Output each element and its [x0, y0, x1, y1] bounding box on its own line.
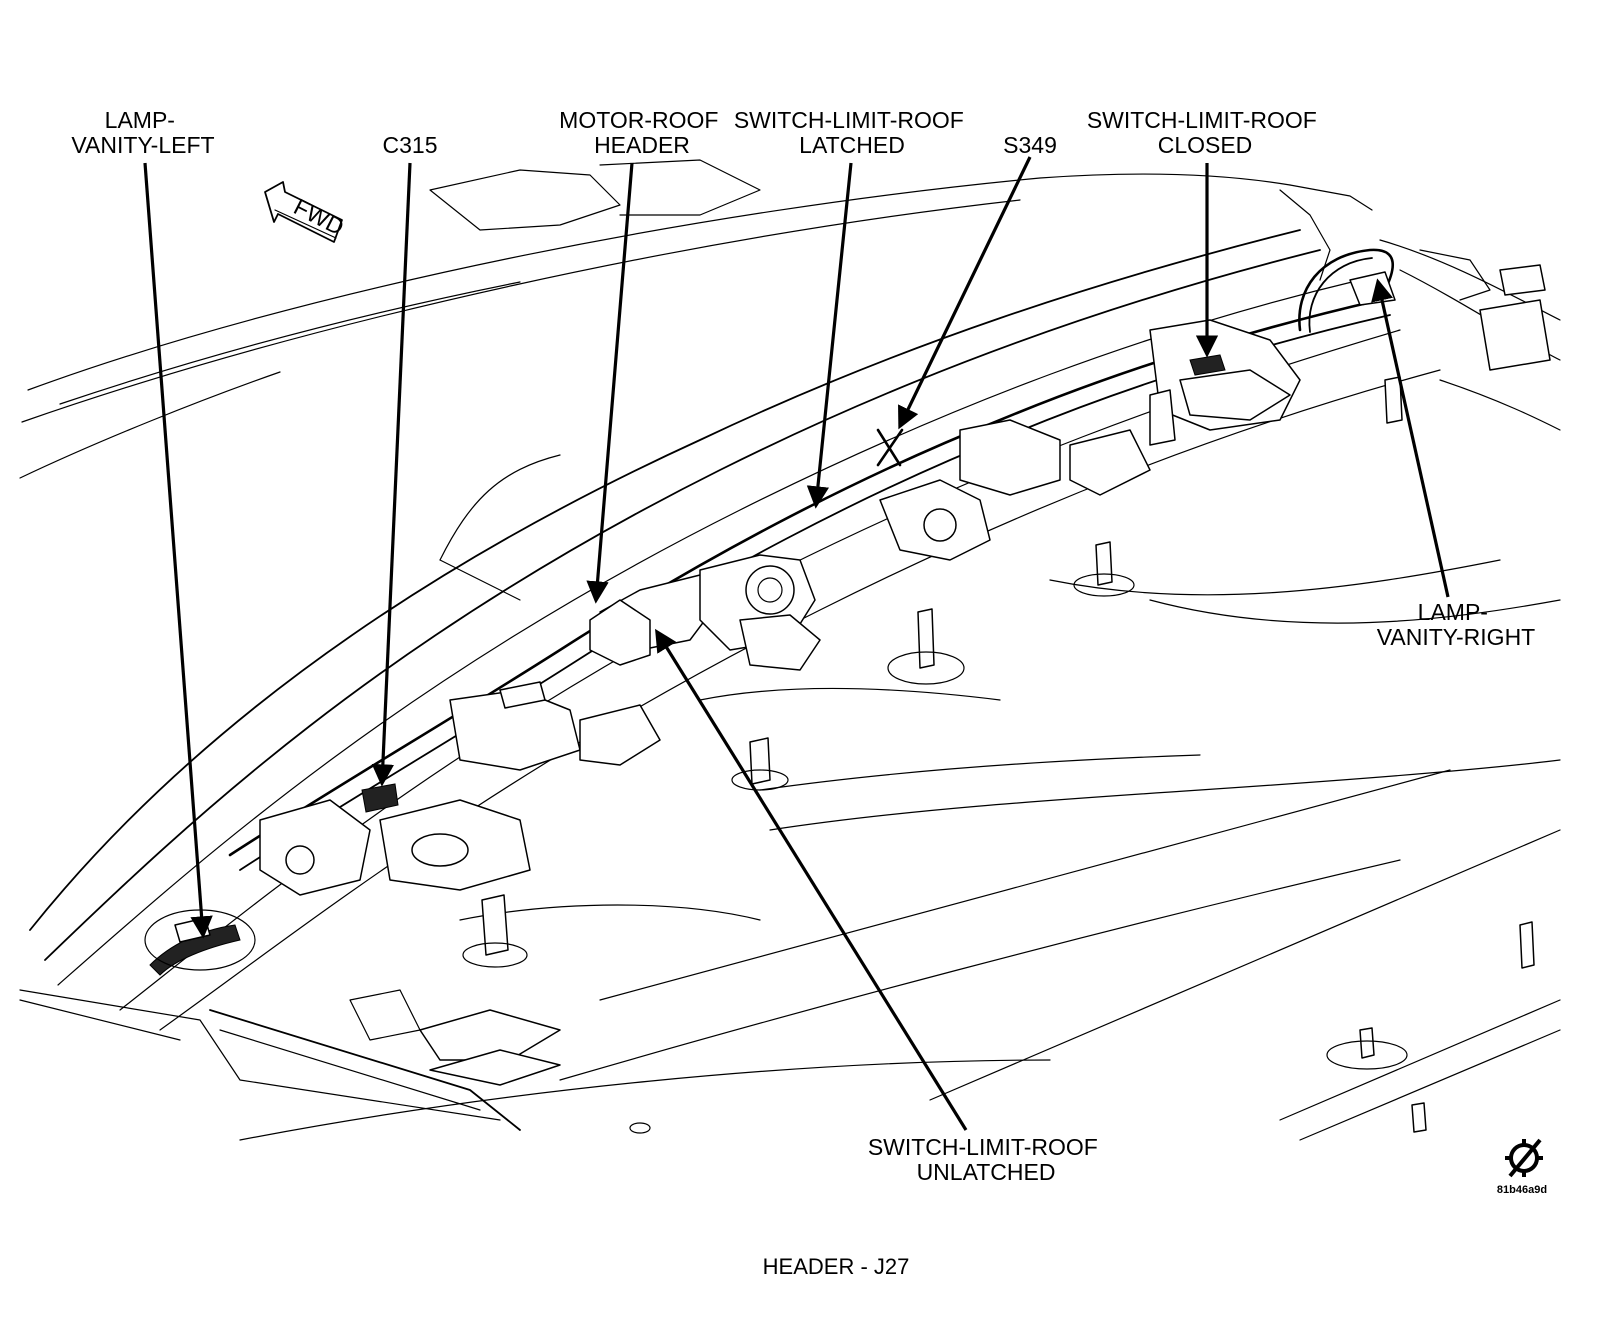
- fwd-label: FWD: [290, 193, 348, 240]
- roof-header-drawing: [19, 159, 1561, 1141]
- leader-lamp-vanity-left: [143, 162, 213, 939]
- gear-slash-icon: [1505, 1138, 1543, 1178]
- label-lamp-vanity-right: LAMP- VANITY-RIGHT: [1377, 599, 1535, 650]
- s349-splice-mark: [876, 428, 904, 467]
- leader-lamp-vanity-right: [1371, 278, 1450, 598]
- label-s349: S349: [1003, 132, 1057, 158]
- leader-s349: [898, 156, 1032, 430]
- fwd-arrow-icon: FWD: [264, 181, 348, 243]
- label-c315: C315: [383, 132, 438, 158]
- leader-motor-roof-header: [586, 162, 634, 604]
- leader-switch-latched: [806, 162, 853, 509]
- leader-switch-unlatched: [655, 628, 968, 1131]
- label-switch-limit-roof-latched: SWITCH-LIMIT-ROOF LATCHED: [734, 107, 970, 158]
- label-switch-limit-roof-unlatched: SWITCH-LIMIT-ROOF UNLATCHED: [868, 1134, 1104, 1185]
- figure-caption: HEADER - J27: [763, 1254, 910, 1279]
- leader-c315: [371, 162, 412, 787]
- leader-lines: [143, 156, 1450, 1131]
- figure-code: 81b46a9d: [1497, 1184, 1547, 1196]
- label-switch-limit-roof-closed: SWITCH-LIMIT-ROOF CLOSED: [1087, 107, 1323, 158]
- label-lamp-vanity-left: LAMP- VANITY-LEFT: [71, 107, 214, 158]
- label-motor-roof-header: MOTOR-ROOF HEADER: [559, 107, 725, 158]
- callout-labels: LAMP- VANITY-LEFT C315 MOTOR-ROOF HEADER…: [71, 107, 1535, 1185]
